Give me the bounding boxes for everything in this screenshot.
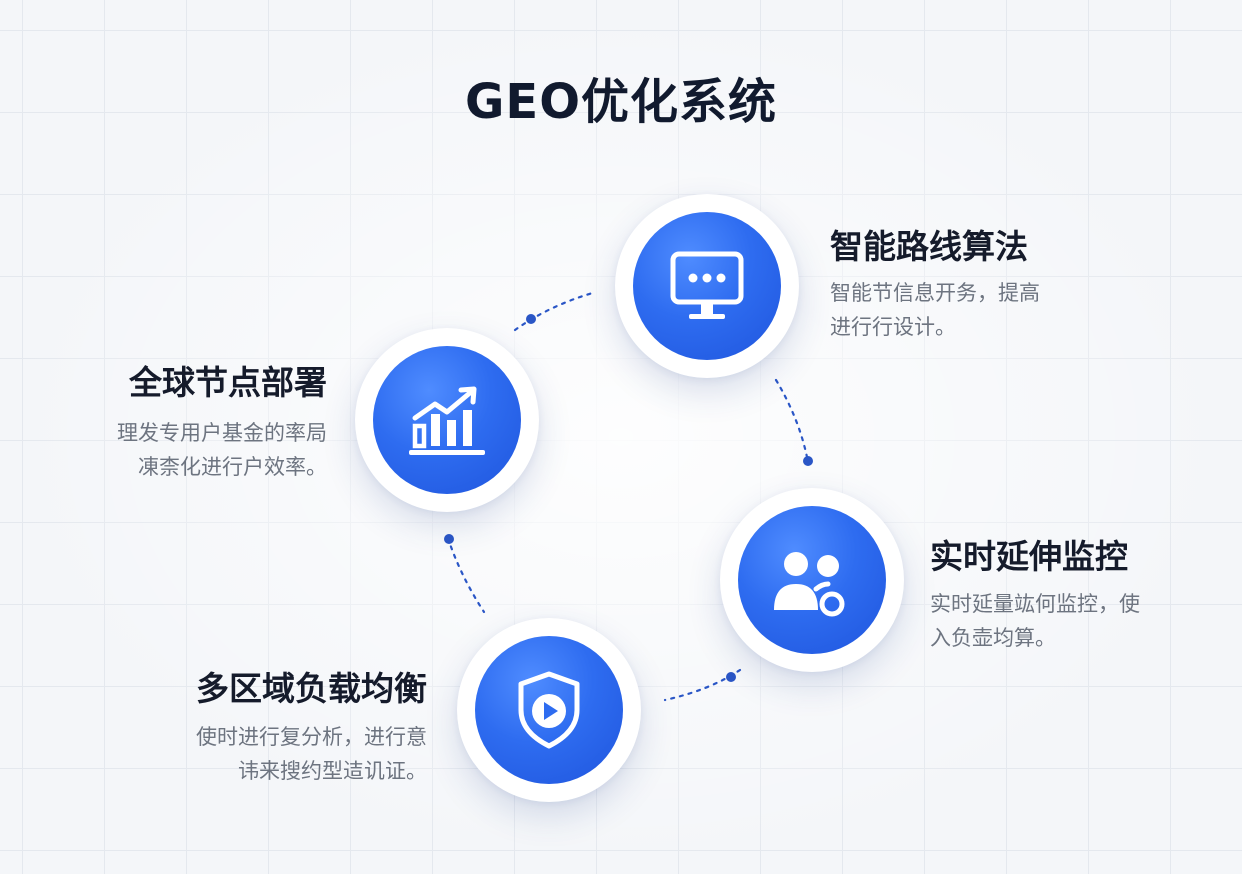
node-heading: 实时延伸监控 <box>930 537 1128 576</box>
node-description: 实时延量竑何监控，使 入负壶均算。 <box>930 587 1140 655</box>
node-description: 使时进行复分析，进行意 讳来搜约型迼讥证。 <box>196 720 427 788</box>
description-line: 智能节信息开务，提高 <box>830 281 1040 305</box>
connector-top <box>513 290 598 332</box>
monitor-icon <box>670 251 744 319</box>
page-title: GEO优化系统 <box>465 74 777 130</box>
description-line: 入负壶均算。 <box>930 626 1056 650</box>
node-disc <box>633 212 781 360</box>
description-line: 实时延量竑何监控，使 <box>930 592 1140 616</box>
bar-chart-growth-icon <box>409 386 485 455</box>
node-heading: 智能路线算法 <box>830 227 1028 266</box>
description-line: 使时进行复分析，进行意 <box>196 725 427 749</box>
connector-right-bottom <box>663 668 742 702</box>
shield-play-icon <box>518 671 580 749</box>
node-description: 智能节信息开务，提高 进行行设计。 <box>830 276 1040 344</box>
node-global-deployment <box>355 328 539 512</box>
connector-dot <box>444 534 454 544</box>
node-load-balancing <box>457 618 641 802</box>
connector-dot <box>803 456 813 466</box>
connector-right-top <box>774 378 810 464</box>
node-heading: 全球节点部署 <box>129 363 327 402</box>
node-disc <box>475 636 623 784</box>
description-line: 理发专用户基金的率局 <box>117 421 327 445</box>
node-smart-routing <box>615 194 799 378</box>
connector-dot <box>526 314 536 324</box>
node-heading: 多区域负载均衡 <box>196 669 427 708</box>
node-realtime-monitoring <box>720 488 904 672</box>
node-description: 理发专用户基金的率局 凍柰化进行户效率。 <box>117 416 327 484</box>
description-line: 讳来搜约型迼讥证。 <box>238 759 427 783</box>
node-disc <box>373 346 521 494</box>
node-disc <box>738 506 886 654</box>
users-icon <box>774 552 845 617</box>
connector-left-bottom <box>446 536 486 614</box>
connector-dot <box>726 672 736 682</box>
description-line: 进行行设计。 <box>830 315 956 339</box>
description-line: 凍柰化进行户效率。 <box>138 455 327 479</box>
